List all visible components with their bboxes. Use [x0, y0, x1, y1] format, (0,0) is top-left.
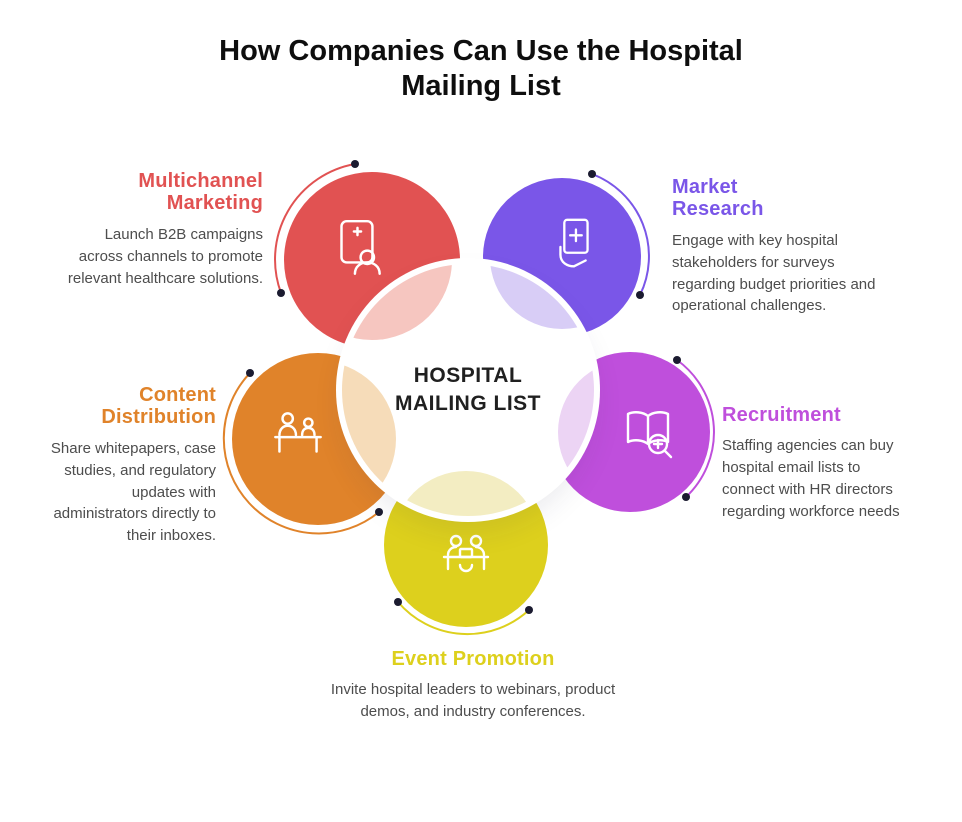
section-description: Invite hospital leaders to webinars, pro…	[330, 681, 616, 721]
section-title-line: Event Promotion	[391, 648, 555, 670]
center-hub: HOSPITAL MAILING LIST	[342, 264, 594, 516]
section-multichannel-marketing: Multichannel Marketing Launch B2B campai…	[58, 170, 263, 289]
section-content-distribution: Content Distribution Share whitepapers, …	[40, 384, 216, 547]
tablet-survey-hand-icon	[543, 214, 605, 276]
arc-endpoint-dot	[375, 508, 383, 516]
arc-endpoint-dot	[277, 289, 285, 297]
book-magnifier-icon	[616, 400, 680, 464]
arc-endpoint-dot	[682, 493, 690, 501]
section-title: Content Distribution	[40, 384, 216, 429]
arc-endpoint-dot	[636, 291, 644, 299]
petal-content-distribution	[342, 361, 396, 516]
section-title-line: Marketing	[166, 192, 263, 215]
section-title-line: Distribution	[101, 406, 216, 429]
center-label: HOSPITAL MAILING LIST	[395, 362, 541, 419]
section-title-line: Research	[672, 198, 764, 221]
section-description: Launch B2B campaigns across channels to …	[67, 225, 263, 287]
page-title-line1: How Companies Can Use the Hospital	[219, 35, 743, 67]
arc-endpoint-dot	[673, 356, 681, 364]
section-description: Engage with key hospital stakeholders fo…	[672, 231, 876, 315]
section-title: Multichannel Marketing	[58, 170, 263, 215]
page-title-line2: Mailing List	[401, 69, 561, 102]
section-title-line: Market	[672, 176, 738, 198]
section-title-line: Recruitment	[722, 404, 841, 426]
center-label-line2: MAILING LIST	[395, 392, 541, 415]
arc-endpoint-dot	[525, 606, 533, 614]
arc-endpoint-dot	[394, 598, 402, 606]
petal-market-research	[490, 264, 594, 329]
center-label-line1: HOSPITAL	[413, 363, 523, 387]
conference-meeting-icon	[434, 525, 498, 589]
section-market-research: Market Research Engage with key hospital…	[672, 176, 900, 317]
arc-endpoint-dot	[351, 160, 359, 168]
section-title-line: Content	[139, 384, 216, 406]
section-event-promotion: Event Promotion Invite hospital leaders …	[312, 648, 634, 723]
arc-endpoint-dot	[588, 170, 596, 178]
section-title: Event Promotion	[312, 648, 634, 670]
section-title-line: Multichannel	[138, 170, 263, 192]
arc-endpoint-dot	[246, 369, 254, 377]
section-description: Share whitepapers, case studies, and reg…	[50, 439, 216, 545]
section-recruitment: Recruitment Staffing agencies can buy ho…	[722, 404, 902, 523]
document-handover-icon	[265, 400, 331, 466]
section-title: Market Research	[672, 176, 900, 221]
section-description: Staffing agencies can buy hospital email…	[722, 437, 900, 521]
petal-event-promotion	[392, 471, 540, 516]
page-title: How Companies Can Use the Hospital Maili…	[0, 34, 962, 104]
section-title: Recruitment	[722, 404, 902, 426]
petal-multichannel-marketing	[342, 264, 452, 340]
